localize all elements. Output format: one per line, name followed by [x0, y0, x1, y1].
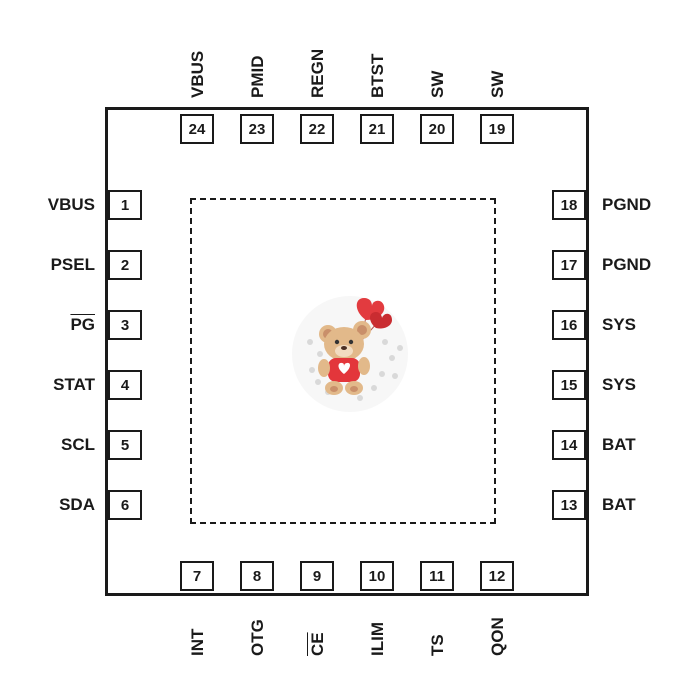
pin-box-17: 17: [552, 250, 586, 280]
pin-label-sys: SYS: [602, 375, 637, 394]
pin-box-12: 12: [480, 561, 514, 591]
pin-box-20: 20: [420, 114, 454, 144]
pin-label-pgnd: PGND: [602, 195, 652, 214]
pin-box-9: 9: [300, 561, 334, 591]
pin-label-pgnd: PGND: [602, 255, 652, 274]
pin-box-13: 13: [552, 490, 586, 520]
pin-box-16: 16: [552, 310, 586, 340]
pin-label-ts: TS: [428, 634, 447, 656]
pin-box-4: 4: [108, 370, 142, 400]
pin-label-ilim: ILIM: [368, 622, 387, 656]
pin-box-7: 7: [180, 561, 214, 591]
pin-box-23: 23: [240, 114, 274, 144]
pin-label-int: INT: [188, 628, 207, 656]
pin-label-ce: CE: [308, 632, 327, 656]
pin-label-vbus: VBUS: [47, 195, 95, 214]
pin-label-sw: SW: [488, 70, 507, 98]
pin-label-qon: QON: [488, 617, 507, 656]
pin-label-stat: STAT: [53, 375, 95, 394]
pin-box-10: 10: [360, 561, 394, 591]
pin-box-11: 11: [420, 561, 454, 591]
pin-label-bat: BAT: [602, 435, 636, 454]
pin-label-bat: BAT: [602, 495, 636, 514]
pin-label-otg: OTG: [248, 619, 267, 656]
pin-label-btst: BTST: [368, 53, 387, 98]
pin-box-24: 24: [180, 114, 214, 144]
pin-box-15: 15: [552, 370, 586, 400]
pin-box-18: 18: [552, 190, 586, 220]
pin-label-regn: REGN: [308, 48, 327, 98]
pin-box-6: 6: [108, 490, 142, 520]
pin-box-3: 3: [108, 310, 142, 340]
pin-label-sda: SDA: [59, 495, 95, 514]
pin-label-vbus: VBUS: [188, 50, 207, 98]
pin-label-psel: PSEL: [50, 255, 95, 274]
pin-box-14: 14: [552, 430, 586, 460]
pin-box-5: 5: [108, 430, 142, 460]
teddy-bear-with-heart-balloons-icon: [292, 296, 408, 412]
pin-box-2: 2: [108, 250, 142, 280]
pin-label-sw: SW: [428, 70, 447, 98]
pin-box-1: 1: [108, 190, 142, 220]
exposed-thermal-pad-outline: [190, 198, 496, 524]
pin-label-pmid: PMID: [248, 55, 267, 99]
pin-label-pg: PG: [70, 315, 95, 334]
pin-box-21: 21: [360, 114, 394, 144]
pin-box-19: 19: [480, 114, 514, 144]
pin-label-sys: SYS: [602, 315, 637, 334]
pin-box-8: 8: [240, 561, 274, 591]
pin-label-scl: SCL: [61, 435, 95, 454]
pin-box-22: 22: [300, 114, 334, 144]
